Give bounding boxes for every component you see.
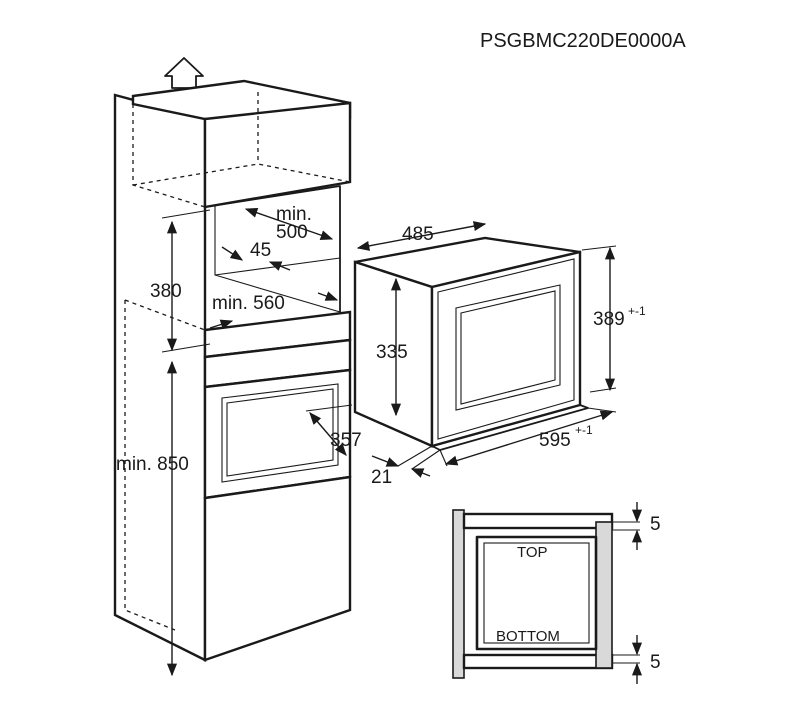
installation-detail (452, 509, 640, 679)
detail-top-gap: 5 (650, 514, 661, 535)
detail-appliance-outline (475, 535, 598, 651)
appliance-depth: 357 (330, 430, 362, 451)
cabinet-side-panel (113, 93, 207, 662)
cabinet-lower-door (203, 475, 352, 662)
vent-up-arrow-icon (164, 57, 204, 89)
appliance-width: 485 (402, 224, 434, 245)
appliance-inner-height: 335 (376, 342, 408, 363)
niche-height: 380 (150, 281, 182, 302)
appliance-front-thickness: 21 (371, 467, 392, 488)
detail-left-post (452, 509, 465, 679)
detail-bottom-rail (462, 653, 614, 670)
detail-top-rail (462, 512, 614, 530)
min-width-label: min. 560 (212, 293, 285, 314)
appliance-front-width: 595 (539, 430, 571, 451)
min-height-label: min. 850 (116, 454, 189, 475)
model-code: PSGBMC220DE0000A (480, 30, 686, 52)
detail-bottom-label: BOTTOM (496, 628, 560, 645)
tall-cabinet (113, 79, 352, 662)
appliance-height: 389 (593, 309, 625, 330)
appliance-height-tolerance: +-1 (628, 304, 646, 318)
detail-front-bracket (595, 521, 613, 669)
detail-bottom-gap: 5 (650, 652, 661, 673)
gap-value: 45 (250, 240, 271, 261)
detail-top-label: TOP (517, 544, 548, 561)
appliance-front-width-tolerance: +-1 (575, 423, 593, 437)
cabinet-top-box (203, 101, 352, 209)
min-depth-value: 500 (276, 222, 308, 243)
min-depth-label: min. (276, 204, 312, 225)
